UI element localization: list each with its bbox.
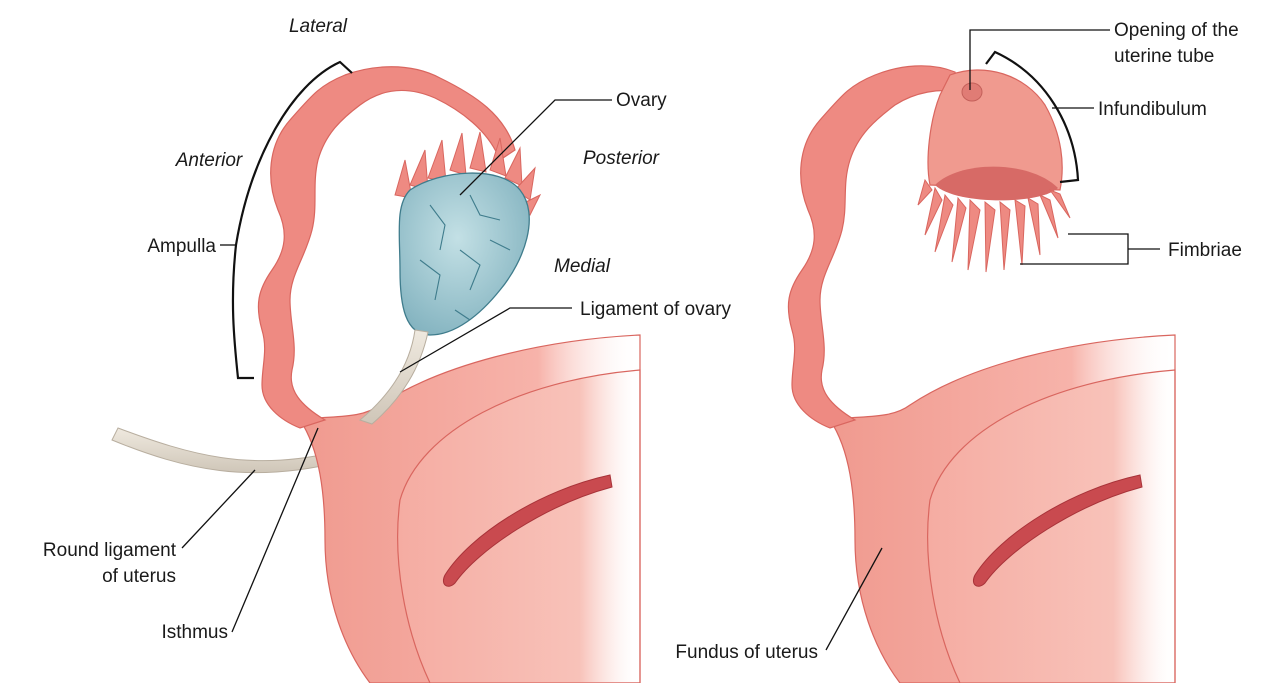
label-fimbriae: Fimbriae (1168, 240, 1242, 261)
label-opening-line1: Opening of the (1114, 20, 1239, 41)
right-panel: Opening of the uterine tube Infundibulum… (675, 20, 1242, 683)
label-fundus-of-uterus: Fundus of uterus (675, 642, 818, 663)
uterine-cavity-left (442, 474, 613, 587)
fimbriae-bracket-line (1020, 233, 1160, 265)
ampulla-bracket (231, 60, 353, 380)
uterine-tube-right (787, 65, 961, 429)
label-opening-line2: uterine tube (1114, 46, 1214, 67)
tube-opening-shape (961, 82, 983, 102)
fundus-leader (825, 547, 883, 651)
uterine-cavity-right (972, 474, 1143, 587)
uterine-tube-left (257, 66, 516, 429)
fimbriae-right (917, 178, 1071, 273)
label-ligament-of-ovary: Ligament of ovary (580, 299, 732, 320)
direction-anterior: Anterior (175, 150, 243, 171)
left-panel: Lateral Anterior Posterior Medial Ovary … (43, 16, 732, 683)
ligament-of-ovary-leader (399, 307, 572, 373)
round-ligament-leader (181, 469, 256, 549)
label-round-ligament-line2: of uterus (102, 566, 176, 587)
label-infundibulum: Infundibulum (1098, 99, 1207, 120)
ovary-leader (459, 99, 612, 196)
ovary-surface-lines (419, 194, 511, 321)
infundibulum-shape (927, 69, 1063, 191)
direction-medial: Medial (554, 256, 611, 277)
direction-posterior: Posterior (583, 148, 660, 169)
label-round-ligament-line1: Round ligament (43, 540, 177, 561)
label-ampulla: Ampulla (147, 236, 216, 257)
label-ovary: Ovary (616, 90, 667, 111)
ligament-of-ovary-shape (358, 329, 429, 425)
label-isthmus: Isthmus (161, 622, 228, 643)
infundibulum-inner (935, 166, 1058, 201)
opening-leader (969, 29, 1110, 90)
ovary-shape (398, 172, 530, 336)
direction-lateral: Lateral (289, 16, 348, 37)
infundibulum-bracket (985, 50, 1080, 184)
isthmus-leader (231, 427, 319, 633)
round-ligament-shape (111, 427, 341, 474)
